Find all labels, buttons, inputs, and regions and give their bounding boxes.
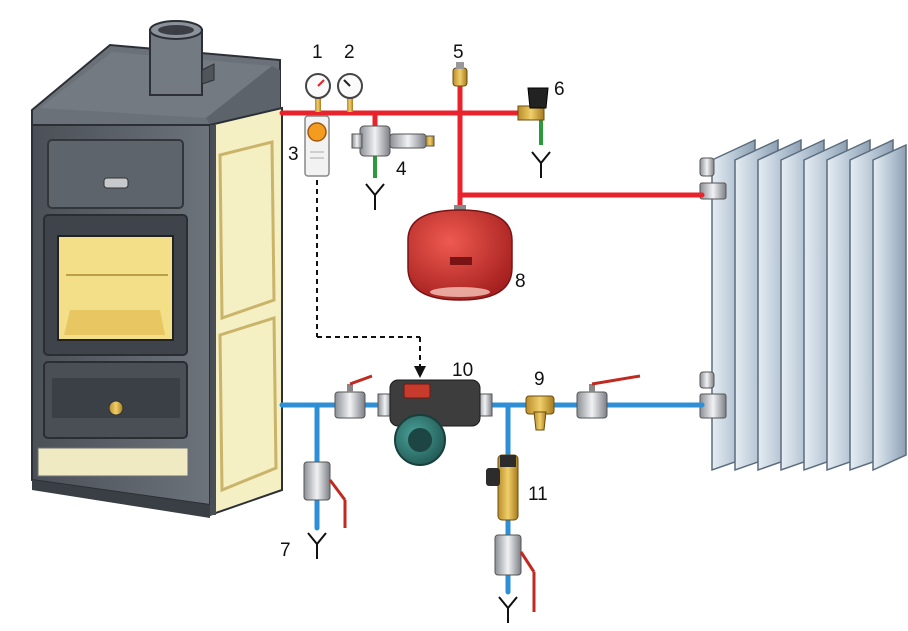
ball-valve-return-radiator [576,374,641,419]
automatic-air-vent [452,62,468,87]
filling-valve [486,454,519,521]
pressure-gauge [305,73,331,112]
stove-top-door [47,139,184,209]
label-5: 5 [453,42,464,63]
radiator-top-valve [699,157,727,200]
drain-symbol-11 [498,596,518,623]
label-10: 10 [452,360,473,381]
stove-badge [103,177,129,189]
label-9: 9 [534,369,545,390]
circulation-pump [377,379,493,466]
label-8: 8 [515,271,526,292]
label-2: 2 [344,42,355,63]
label-6: 6 [554,79,565,100]
control-wire [316,180,421,368]
stove [31,20,283,518]
thermostat [304,115,330,177]
label-7: 7 [280,540,291,561]
ball-valve-drain-7 [303,461,347,528]
supply-pipes [279,82,705,213]
thermostatic-mixing-valve [351,125,435,157]
label-4: 4 [396,159,407,180]
stove-chimney [149,20,215,96]
label-1: 1 [312,42,323,63]
stove-panel-upper [218,140,276,321]
ball-valve-return-stove [334,374,373,419]
control-wire-arrow [414,366,426,378]
ball-valve-drain-11 [494,534,536,612]
stove-panel-lower [218,315,278,493]
thermometer-gauge [337,73,363,112]
radiator-bottom-valve [699,371,727,419]
label-3: 3 [288,144,299,165]
drain-symbol-4 [365,183,385,210]
drain-symbol-7 [307,532,327,559]
safety-valve [517,87,549,121]
radiator [699,138,907,472]
label-11: 11 [528,484,548,505]
drain-pipes [373,120,543,178]
strainer [525,395,555,431]
drain-symbol-6 [531,151,551,178]
expansion-vessel [407,205,513,301]
